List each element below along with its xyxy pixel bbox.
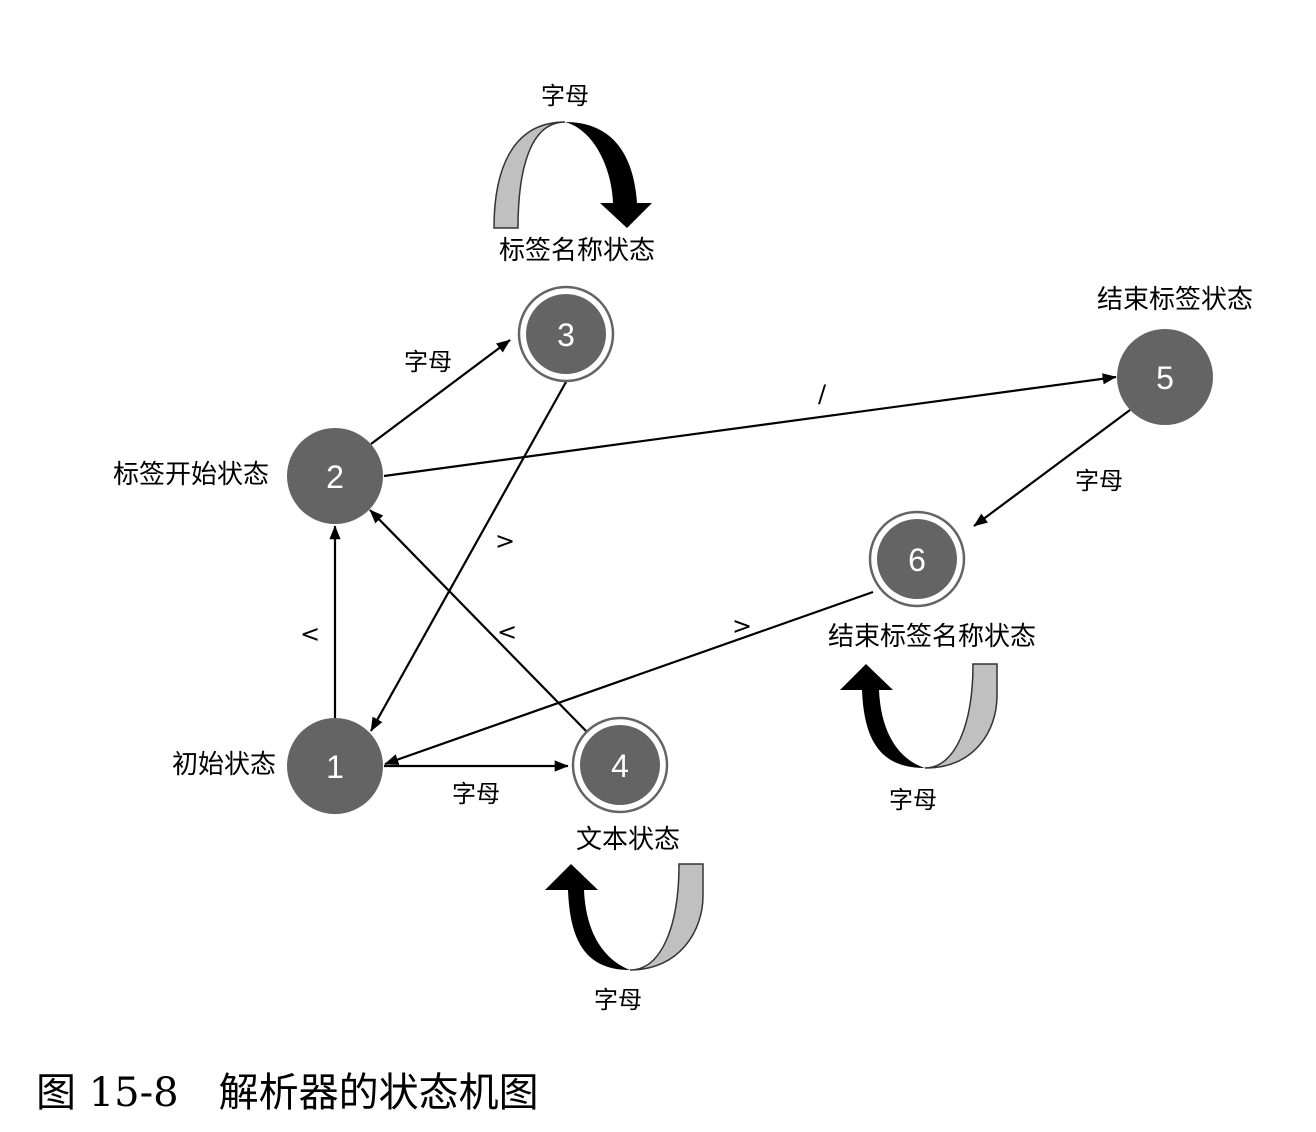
transition-6-to-1: > — [384, 590, 874, 766]
state-label-1: 初始状态 — [172, 750, 276, 780]
self-loop-label-4: 字母 — [594, 986, 642, 1014]
state-number-6: 6 — [908, 542, 926, 578]
state-number-1: 1 — [326, 749, 344, 785]
transition-label-2-5: / — [818, 380, 827, 408]
transition-1-to-2: < — [300, 525, 341, 718]
state-2: 2 标签开始状态 — [113, 428, 383, 524]
state-label-5: 结束标签状态 — [1097, 285, 1253, 315]
state-label-3: 标签名称状态 — [499, 236, 655, 266]
transition-5-to-6: 字母 — [973, 409, 1131, 527]
self-loop-state-4: 字母 — [545, 863, 704, 1014]
state-4: 4 文本状态 — [571, 716, 680, 855]
transition-label-5-6: 字母 — [1075, 467, 1123, 495]
state-label-2: 标签开始状态 — [113, 460, 269, 490]
transition-4-to-2: < — [369, 509, 588, 733]
state-1: 1 初始状态 — [172, 718, 383, 814]
figure-caption: 图 15-8 解析器的状态机图 — [36, 1070, 539, 1116]
transition-2-to-5: / — [383, 373, 1117, 478]
state-number-3: 3 — [557, 317, 575, 353]
state-6: 6 结束标签名称状态 — [828, 510, 1036, 652]
state-label-4: 文本状态 — [576, 825, 680, 855]
transition-2-to-3: 字母 — [370, 339, 511, 445]
state-3: 3 标签名称状态 — [499, 236, 655, 383]
state-5: 5 结束标签状态 — [1097, 285, 1253, 425]
transition-label-1-2: < — [300, 620, 320, 648]
transition-label-4-2: < — [497, 618, 517, 646]
state-number-4: 4 — [611, 748, 629, 784]
transition-label-3-1: > — [495, 527, 515, 555]
transition-label-2-3: 字母 — [404, 348, 452, 376]
transition-label-1-4: 字母 — [452, 780, 500, 808]
state-label-6: 结束标签名称状态 — [828, 622, 1036, 652]
transition-1-to-4: 字母 — [384, 760, 569, 808]
self-loop-state-3: 字母 — [493, 82, 652, 229]
self-loop-label-6: 字母 — [889, 786, 937, 814]
self-loop-state-6: 字母 — [840, 663, 998, 814]
self-loop-label-3: 字母 — [541, 82, 589, 110]
transition-label-6-1: > — [732, 612, 752, 640]
state-number-5: 5 — [1156, 360, 1174, 396]
transition-3-to-1: > — [370, 381, 567, 732]
state-number-2: 2 — [326, 459, 344, 495]
